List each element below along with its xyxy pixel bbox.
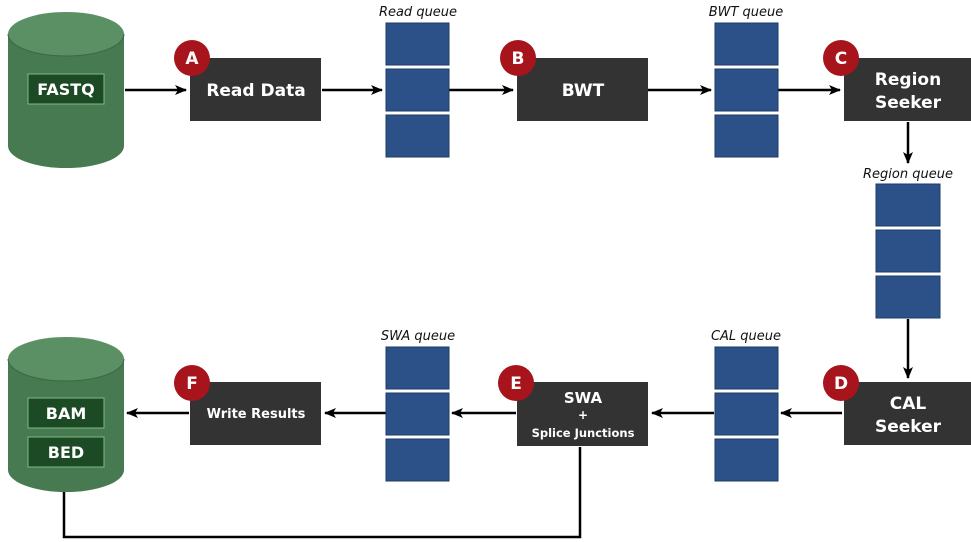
bam-label-box [27, 397, 105, 429]
fastq-label-box [27, 73, 105, 105]
badge-f-letter: F [186, 374, 198, 394]
region-queue-label: Region queue [863, 167, 953, 182]
cal-seeker-label-line2: Seeker [875, 417, 942, 437]
queue-slot [875, 275, 941, 319]
bwt-queue: BWT queue [709, 5, 784, 158]
read-data-label: Read Data [206, 81, 305, 101]
fastq-label: FASTQ [37, 80, 95, 99]
bed-label: BED [48, 443, 84, 462]
bwt-label: BWT [562, 81, 605, 101]
flow-arrows [59, 85, 913, 539]
badge-e: E [498, 365, 534, 401]
arrow-swa-to-output-bed [59, 447, 582, 539]
badge-b: B [500, 40, 536, 76]
queue-slot [714, 392, 779, 436]
bwt-process: BWT [517, 58, 648, 121]
badge-c-letter: C [835, 49, 847, 69]
cal-seeker-label-line1: CAL [890, 394, 927, 414]
swa-label-line3: Splice Junctions [532, 426, 635, 440]
queue-slot [875, 229, 941, 273]
swa-queue-label: SWA queue [381, 329, 455, 344]
read-queue-label: Read queue [379, 5, 457, 20]
queue-slot [385, 114, 450, 158]
region-seeker-process: Region Seeker [844, 58, 971, 121]
badge-a-letter: A [185, 49, 199, 69]
badge-c: C [823, 40, 859, 76]
region-queue: Region queue [863, 167, 953, 319]
queue-slot [714, 114, 779, 158]
queue-slot [714, 68, 779, 112]
queue-slot [875, 183, 941, 227]
read-queue: Read queue [379, 5, 457, 158]
badge-b-letter: B [512, 49, 525, 69]
badge-d-letter: D [834, 374, 848, 394]
region-seeker-label-line2: Seeker [875, 93, 942, 113]
bam-label: BAM [46, 404, 87, 423]
queue-slot [385, 438, 450, 482]
badge-d: D [823, 365, 859, 401]
swa-label-line2: + [578, 408, 588, 422]
write-results-process: Write Results [190, 382, 321, 445]
badge-a: A [174, 40, 210, 76]
bwt-queue-label: BWT queue [709, 5, 784, 20]
write-results-label: Write Results [207, 407, 306, 422]
input-database-icon: FASTQ [7, 12, 125, 168]
cal-seeker-process: CAL Seeker [844, 382, 971, 445]
badge-e-letter: E [510, 374, 522, 394]
swa-queue: SWA queue [381, 329, 455, 482]
swa-label-line1: SWA [564, 389, 603, 407]
output-database-icon: BAM BED [7, 337, 125, 492]
read-data-process: Read Data [190, 58, 321, 121]
badge-f: F [174, 365, 210, 401]
bed-label-box [27, 436, 105, 468]
queue-slot [385, 346, 450, 390]
queue-slot [385, 22, 450, 66]
queue-slot [385, 68, 450, 112]
swa-process: SWA + Splice Junctions [517, 382, 648, 446]
cal-queue: CAL queue [711, 329, 781, 482]
region-seeker-label-line1: Region [875, 70, 941, 90]
queue-slot [714, 346, 779, 390]
queue-slot [714, 22, 779, 66]
queue-slot [714, 438, 779, 482]
queue-slot [385, 392, 450, 436]
cal-queue-label: CAL queue [711, 329, 781, 344]
